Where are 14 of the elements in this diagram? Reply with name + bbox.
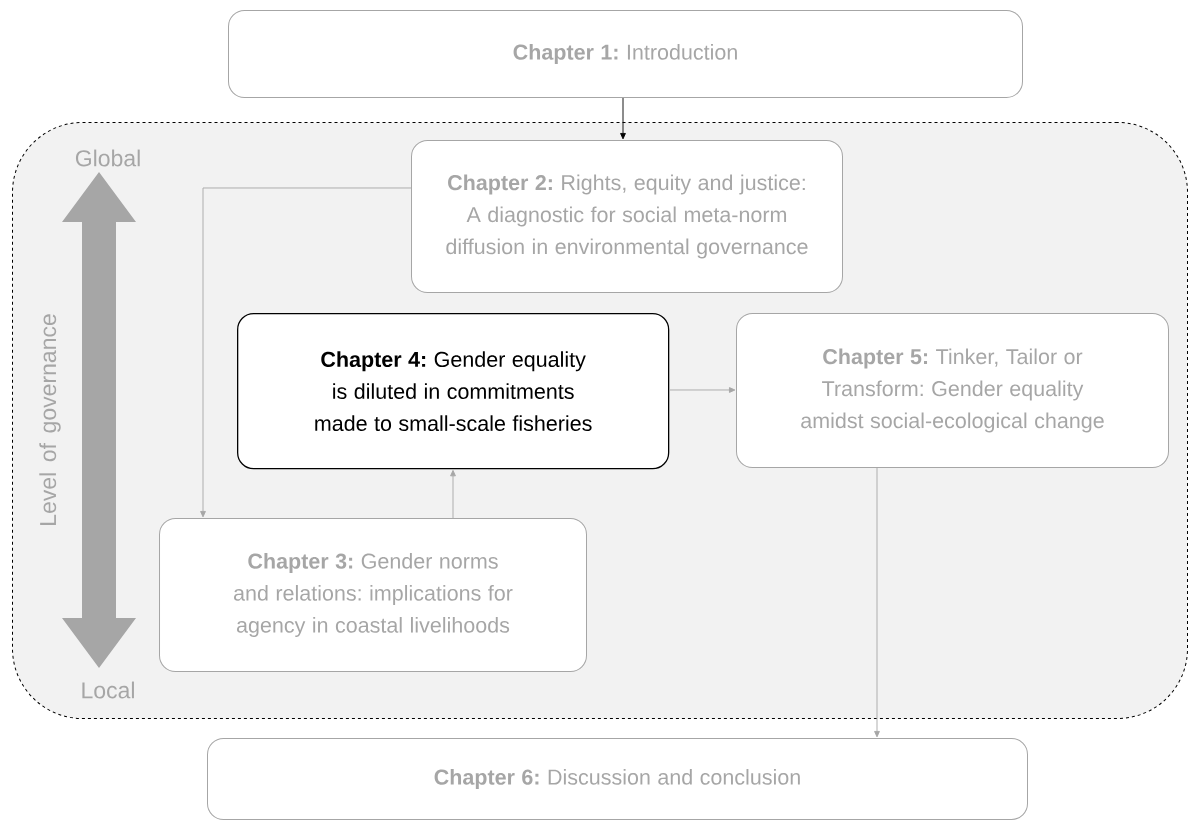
chapter-box: Chapter 5: Tinker, Tailor or Transform: Gender equality amidst social-ecological change <box>736 313 1169 468</box>
arrow <box>200 187 412 518</box>
chapter-box: Chapter 6: Discussion and conclusion <box>207 738 1028 820</box>
chapter-box: Chapter 4: Gender equality is diluted in commitments made to small-scale fisheries <box>237 313 670 470</box>
axis-label: Level of governance <box>39 314 61 525</box>
axis-label: Global <box>75 149 140 167</box>
arrow <box>450 470 456 519</box>
arrow <box>620 97 626 140</box>
chapter-box: Chapter 3: Gender norms and relations: implications for agency in coastal livelihoods <box>159 518 587 672</box>
arrow <box>668 387 736 393</box>
arrow <box>874 467 880 738</box>
chapter-box: Chapter 1: Introduction <box>228 10 1023 98</box>
axis-label: Local <box>82 681 134 699</box>
chapter-box: Chapter 2: Rights, equity and justice: A diagnostic for social meta-norm diffusion in environmental governance <box>411 140 843 293</box>
